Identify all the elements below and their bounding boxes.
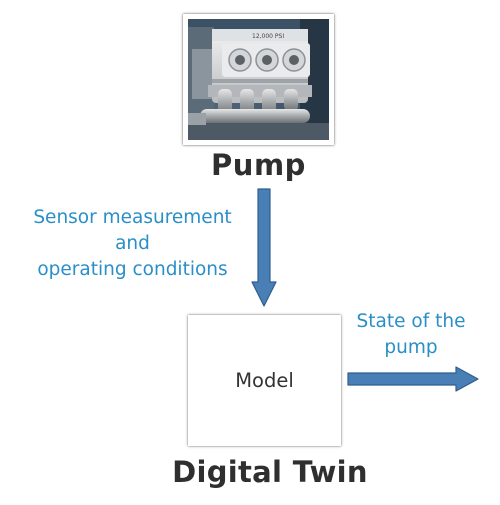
pump-title: Pump bbox=[211, 148, 306, 182]
digital-twin-title: Digital Twin bbox=[172, 455, 368, 489]
pump-plate-text: 12,000 PSI bbox=[252, 33, 284, 40]
pump-photo-frame: 12,000 PSI bbox=[183, 14, 334, 145]
sensor-label-line-3: operating conditions bbox=[37, 259, 228, 280]
down-arrow bbox=[251, 188, 277, 307]
state-label-line-1: State of the bbox=[356, 311, 466, 332]
pump-photo: 12,000 PSI bbox=[188, 19, 329, 140]
sensor-label-line-1: Sensor measurement bbox=[33, 207, 232, 228]
state-of-pump-label: State of the pump bbox=[346, 309, 476, 361]
model-box: Model bbox=[188, 315, 341, 446]
sensor-label-line-2: and bbox=[115, 233, 150, 254]
state-label-line-2: pump bbox=[384, 337, 438, 358]
model-label: Model bbox=[235, 369, 294, 392]
right-arrow bbox=[347, 366, 479, 392]
sensor-measurement-label: Sensor measurement and operating conditi… bbox=[20, 205, 245, 283]
